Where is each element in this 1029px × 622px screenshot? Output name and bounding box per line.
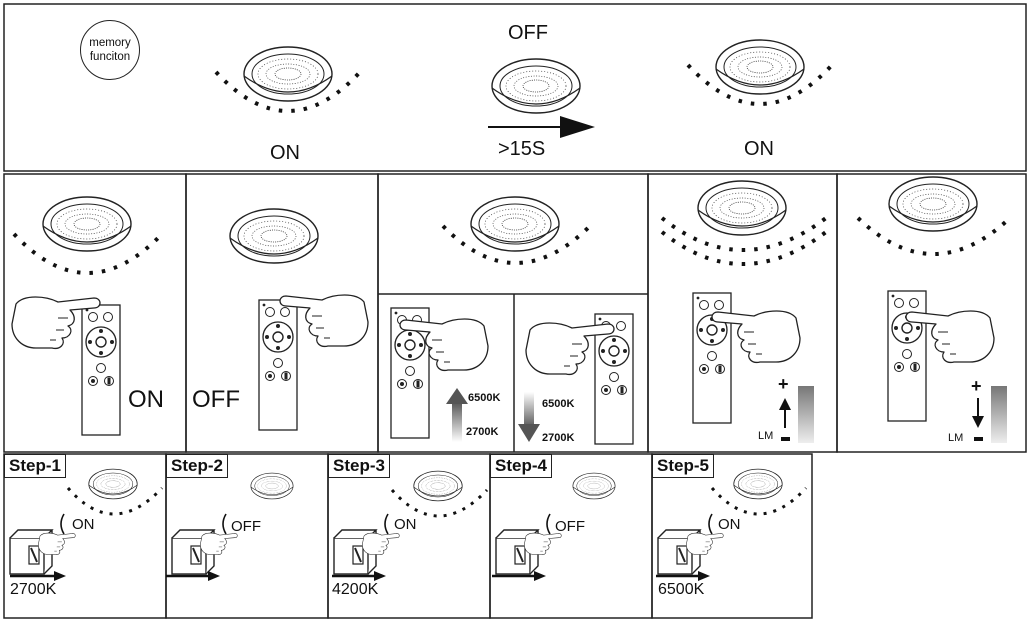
panel-cct-lamp — [441, 196, 592, 265]
step-2-graphic — [166, 472, 294, 581]
step-4-state: OFF — [555, 518, 585, 535]
memory-badge-line2: funciton — [89, 51, 131, 63]
step-3-state: ON — [394, 516, 417, 533]
panel1-state-label: ON — [128, 386, 164, 413]
cct-down-high: 6500K — [542, 398, 575, 410]
top-middle-state: OFF — [508, 22, 548, 44]
step-3-graphic — [332, 470, 489, 581]
step-4-graphic — [492, 472, 616, 581]
panel2-state-label: OFF — [192, 386, 240, 413]
delay-arrow — [488, 116, 595, 138]
cct-down-low: 2700K — [542, 432, 575, 444]
top-left-lamp-on — [214, 46, 362, 113]
step-4-label: Step-4 — [490, 454, 552, 478]
step-1-graphic — [9, 468, 164, 581]
brightness-plus: + — [778, 374, 789, 394]
memory-badge-line1: memory — [89, 37, 131, 49]
step-1-label: Step-1 — [4, 454, 66, 478]
cct-up-high: 6500K — [468, 392, 501, 404]
step-5-temp: 6500K — [658, 581, 705, 598]
step-5-state: ON — [718, 516, 741, 533]
step-5-label: Step-5 — [652, 454, 714, 478]
top-right-state: ON — [744, 138, 774, 160]
panel-brightness-down — [856, 176, 1012, 443]
panel-off — [229, 208, 368, 431]
step-1-temp: 2700K — [10, 581, 57, 598]
step-1-state: ON — [72, 516, 95, 533]
step-2-state: OFF — [231, 518, 261, 535]
top-right-lamp-on — [686, 39, 834, 106]
step-3-label: Step-3 — [328, 454, 390, 478]
delay-label: >15S — [498, 138, 546, 160]
top-left-state: ON — [270, 142, 300, 164]
step-5-graphic — [656, 468, 808, 581]
brightness-lm-2: LM — [948, 432, 964, 444]
panel-brightness-up — [660, 180, 828, 443]
memory-function-badge: memory funciton — [80, 20, 140, 80]
brightness-plus-2: + — [971, 376, 982, 396]
top-middle-lamp-off — [491, 58, 581, 114]
brightness-lm: LM — [758, 430, 774, 442]
panel-frames — [3, 3, 1027, 619]
panel-cct-down — [518, 313, 634, 445]
cct-up-low: 2700K — [466, 426, 499, 438]
step-2-label: Step-2 — [166, 454, 228, 478]
step-3-temp: 4200K — [332, 581, 379, 598]
panel-cct-up — [390, 307, 488, 442]
